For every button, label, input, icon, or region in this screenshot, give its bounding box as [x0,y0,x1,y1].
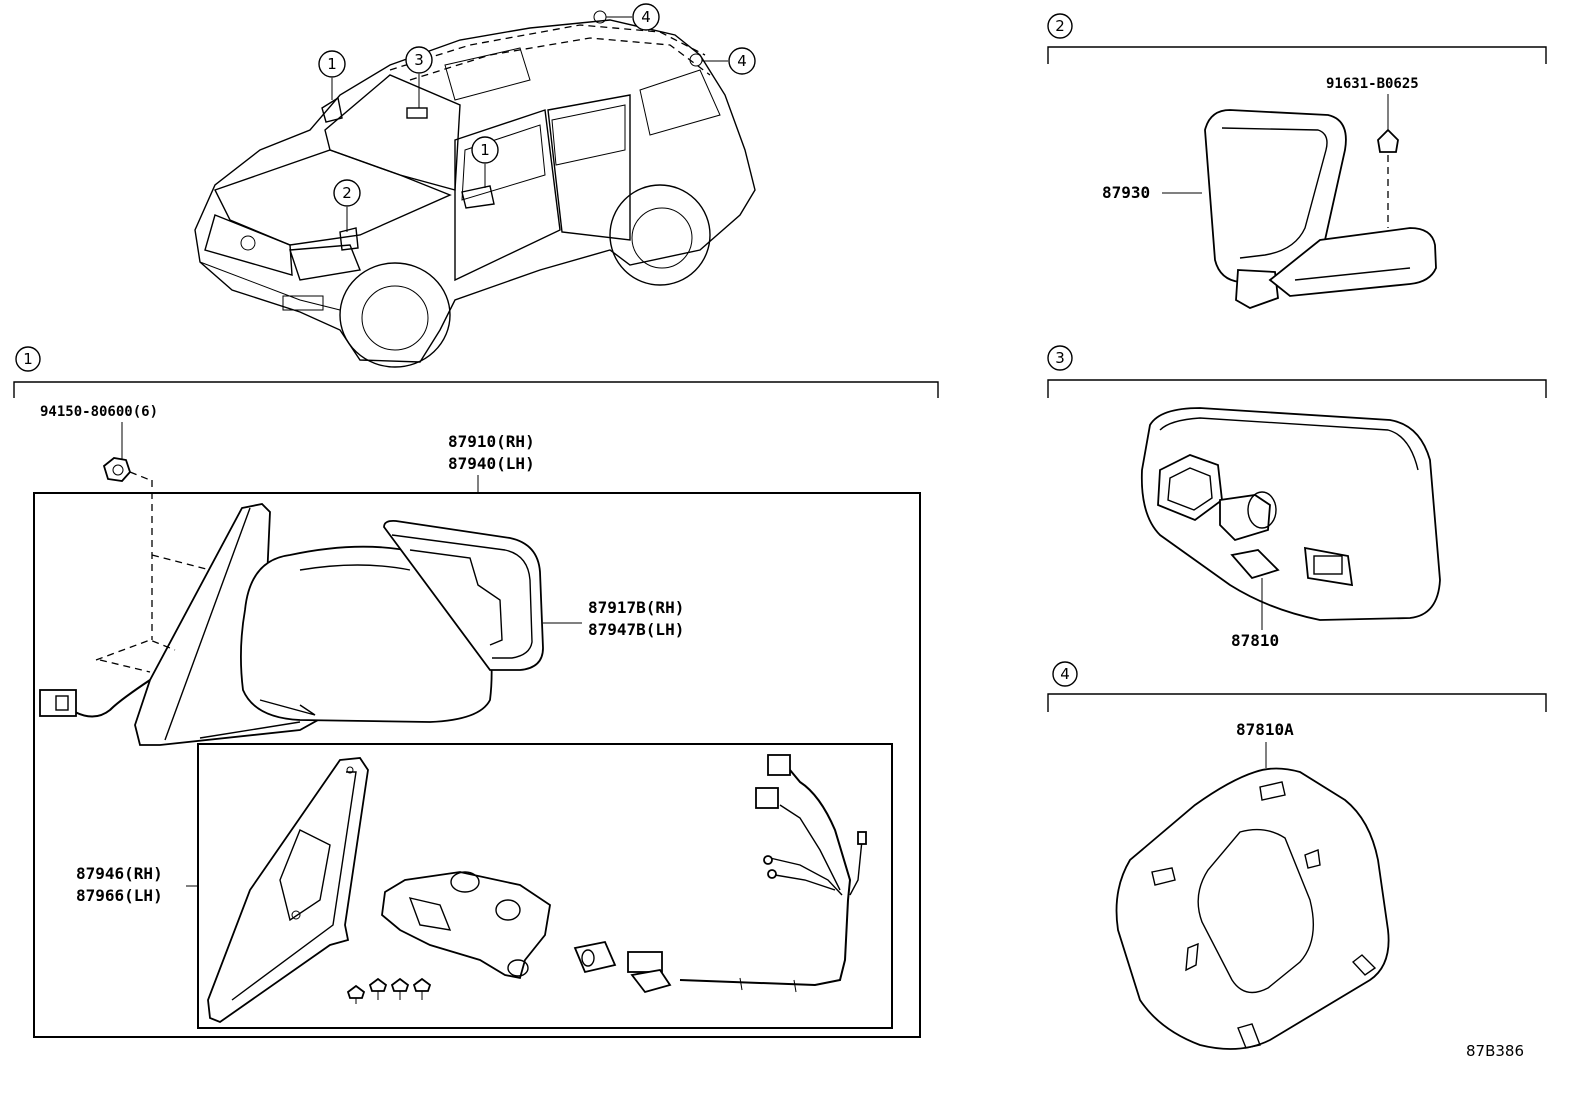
bolt-icon [102,457,132,482]
mirror-87930-label: 87930 [1102,183,1150,202]
callout-1b-label: 1 [480,141,490,159]
assembly-box [33,492,921,1038]
callout-4-label: 4 [641,8,651,26]
assembly-rh-label: 87910(RH) [448,432,535,451]
callout-4-roof-front [632,3,660,31]
callout-4-roof-rear [728,47,756,75]
inner-mirror-label: 87810 [1231,631,1279,650]
section-4-number: 4 [1060,665,1070,683]
housing-lh-label: 87966(LH) [76,886,163,905]
screw-part-label: 91631-B0625 [1326,76,1419,92]
section-2-under-mirror: 2 91631-B0625 87930 [1047,13,1547,309]
callout-1-right-mirror [471,136,499,164]
under-mirror-arm [1268,227,1437,297]
bolt-part-label: 94150-80600(6) [40,404,158,420]
vehicle-overview: 1 3 1 2 4 4 [194,3,756,368]
drawing-code: 87B386 [1466,1042,1524,1060]
screw-set [346,977,432,1004]
section-4-mirror-cover: 4 87810A [1047,661,1547,1050]
mirror-glass-rh-label: 87917B(RH) [588,598,684,617]
section-1-bracket [13,381,939,398]
section-2-number: 2 [1055,17,1065,35]
callout-1-label: 1 [327,55,337,73]
section-3-inner-mirror: 3 87810 [1047,345,1547,650]
inner-mirror-tab [1230,549,1280,580]
mirror-glass-lh-label: 87947B(LH) [588,620,684,639]
mirror-base [134,503,320,746]
cover-part-label: 87810A [1236,720,1294,739]
callout-3-label: 3 [414,51,424,69]
mirror-cover [1115,767,1390,1050]
base-plate [207,757,369,1024]
callout-2-under-mirror [333,179,361,207]
assembly-lh-label: 87940(LH) [448,454,535,473]
callout-4b-label: 4 [737,52,747,70]
callout-2-label: 2 [342,184,352,202]
mirror-glass [383,519,544,671]
section-3-bracket [1047,379,1547,398]
section-4-bracket [1047,693,1547,712]
inner-mirror-body [1140,407,1441,621]
section-2-bracket [1047,46,1547,64]
section-1-outer-mirror: 1 94150-80600(6) 87910(RH) 87940(LH) [13,346,939,1038]
mirror-motor [381,871,551,980]
mirror-connector [39,689,77,717]
wire-harness [627,754,867,994]
section-1-number: 1 [23,350,33,368]
small-connector [573,940,617,974]
callout-1-left-mirror [318,50,346,78]
section-3-number: 3 [1055,349,1065,367]
callout-3-inner-mirror [405,46,433,74]
housing-rh-label: 87946(RH) [76,864,163,883]
screw-icon [1377,128,1399,153]
